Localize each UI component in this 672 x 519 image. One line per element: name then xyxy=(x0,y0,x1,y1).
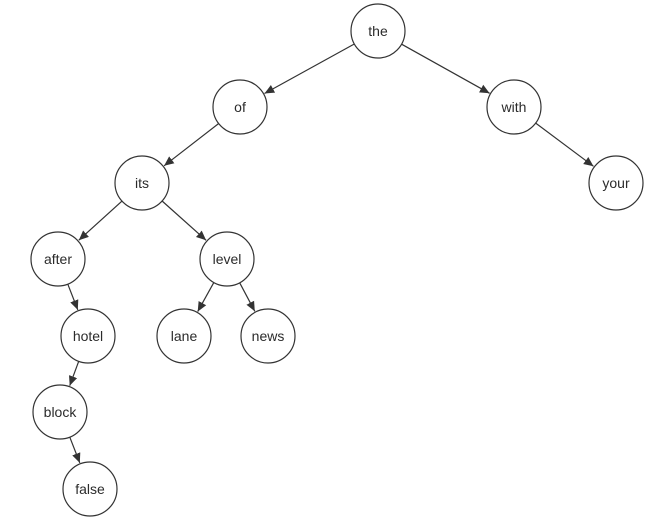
tree-node-circle xyxy=(62,461,118,517)
tree-node-its: its xyxy=(114,155,170,211)
tree-edge-level-news xyxy=(239,282,256,312)
tree-node-news: news xyxy=(240,308,296,364)
tree-edge-after-hotel xyxy=(67,283,79,311)
tree-edge-the-with xyxy=(401,43,490,94)
tree-node-the: the xyxy=(350,3,406,59)
tree-node-circle xyxy=(60,308,116,364)
tree-node-hotel: hotel xyxy=(60,308,116,364)
tree-node-label: with xyxy=(501,99,527,115)
tree-node-lane: lane xyxy=(156,308,212,364)
tree-node-circle xyxy=(240,308,296,364)
tree-node-of: of xyxy=(212,79,268,135)
tree-node-circle xyxy=(30,231,86,287)
tree-node-label: hotel xyxy=(73,328,103,344)
tree-node-label: after xyxy=(44,251,72,267)
tree-edge-with-your xyxy=(535,122,594,167)
tree-node-label: news xyxy=(252,328,285,344)
tree-edge-the-of xyxy=(264,43,355,95)
tree-node-circle xyxy=(32,384,88,440)
tree-edge-block-false xyxy=(69,436,81,464)
tree-node-label: the xyxy=(368,23,388,39)
tree-edge-level-lane xyxy=(197,282,215,312)
tree-node-label: block xyxy=(44,404,78,420)
tree-node-label: lane xyxy=(171,328,198,344)
tree-node-with: with xyxy=(486,79,542,135)
tree-node-circle xyxy=(114,155,170,211)
tree-node-circle xyxy=(156,308,212,364)
tree-node-label: of xyxy=(234,99,246,115)
tree-node-label: its xyxy=(135,175,149,191)
tree-edge-hotel-block xyxy=(69,361,80,386)
tree-node-your: your xyxy=(588,155,644,211)
tree-node-circle xyxy=(486,79,542,135)
tree-edge-its-after xyxy=(78,200,123,241)
tree-node-level: level xyxy=(199,231,255,287)
tree-node-false: false xyxy=(62,461,118,517)
tree-node-label: your xyxy=(602,175,630,191)
tree-node-circle xyxy=(588,155,644,211)
tree-node-label: false xyxy=(75,481,105,497)
tree-node-label: level xyxy=(213,251,242,267)
tree-node-circle xyxy=(212,79,268,135)
tree-edge-of-its xyxy=(163,123,220,167)
tree-node-after: after xyxy=(30,231,86,287)
tree-edge-its-level xyxy=(161,200,207,241)
tree-node-circle xyxy=(350,3,406,59)
tree-node-circle xyxy=(199,231,255,287)
tree-node-block: block xyxy=(32,384,88,440)
